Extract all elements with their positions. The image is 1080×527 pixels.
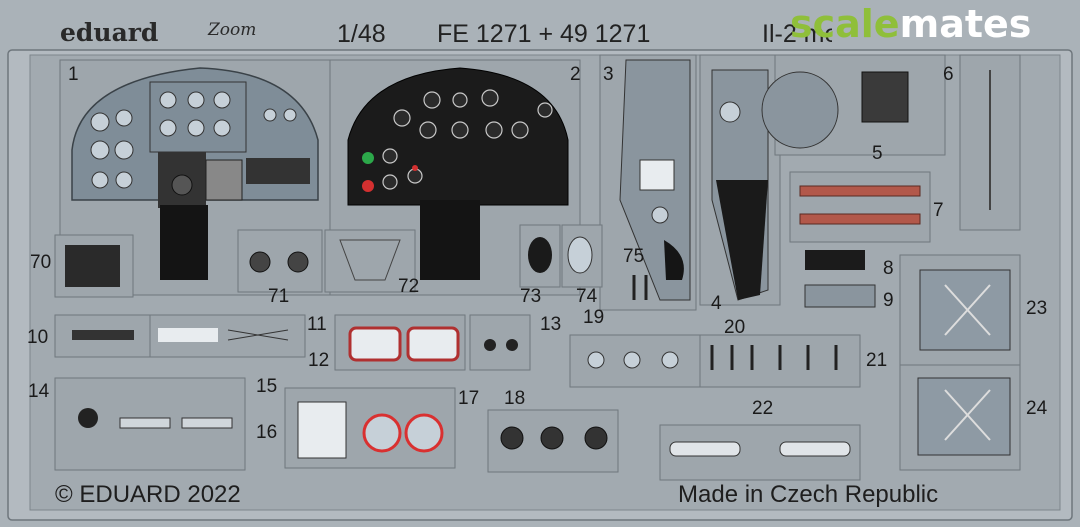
part-number: 5 <box>872 143 883 164</box>
part-number: 22 <box>752 398 774 419</box>
zoom-logo: Zoom <box>208 20 257 40</box>
part-number: 11 <box>307 314 327 335</box>
part-number: 23 <box>1026 298 1048 319</box>
part-70-panel <box>54 234 134 298</box>
part-number: 16 <box>256 422 278 443</box>
part-7-belts <box>789 171 931 243</box>
part-number: 8 <box>883 258 894 279</box>
part-number: 1 <box>68 64 79 85</box>
part-number: 2 <box>570 64 581 85</box>
product-code: FE 1271 + 49 1271 <box>437 20 651 48</box>
part-3-side-console <box>599 54 697 311</box>
brand-logo: eduard <box>60 18 159 47</box>
part-8-placard <box>805 250 865 270</box>
part-number: 7 <box>933 200 944 221</box>
part-73-gauge <box>519 224 561 288</box>
made-in-text: Made in Czech Republic <box>678 481 939 508</box>
part-number: 20 <box>724 317 746 338</box>
part-20-21-switches <box>699 334 861 388</box>
part-13-panel <box>469 314 531 371</box>
part-number: 4 <box>711 293 722 314</box>
part-74-gauge <box>561 224 603 288</box>
copyright-text: © EDUARD 2022 <box>55 481 241 508</box>
part-number: 73 <box>520 286 542 307</box>
part-number: 24 <box>1026 398 1048 419</box>
part-number: 10 <box>27 327 49 348</box>
part-71-panel <box>237 229 323 293</box>
part-24-panel <box>899 364 1021 471</box>
watermark-mates: mates <box>899 2 1032 46</box>
part-75-levers <box>632 275 648 300</box>
part-6-strip <box>959 54 1021 231</box>
scale-label: 1/48 <box>337 20 386 48</box>
product-title: Il-2 mod. 1943 <box>762 20 832 48</box>
part-22-straps <box>659 424 861 481</box>
part-number: 74 <box>576 286 598 307</box>
part-11-strip <box>149 314 306 358</box>
part-number: 70 <box>30 252 52 273</box>
part-5-dial-plate <box>761 54 946 156</box>
part-number: 17 <box>458 388 480 409</box>
watermark-scale: scale <box>790 2 900 46</box>
part-number: 15 <box>256 376 278 397</box>
part-number: 18 <box>504 388 526 409</box>
part-number: 71 <box>268 286 290 307</box>
part-23-panel <box>899 254 1021 366</box>
part-17-rings <box>284 387 456 469</box>
part-number: 72 <box>398 276 420 297</box>
part-number: 13 <box>540 314 562 335</box>
part-number: 12 <box>308 350 330 371</box>
part-number: 9 <box>883 290 894 311</box>
part-12-panel <box>334 314 466 371</box>
part-number: 21 <box>866 350 888 371</box>
part-14-16-levers <box>54 377 246 471</box>
scalemates-watermark: scalemates <box>790 2 1080 48</box>
part-18-gauges <box>487 409 619 473</box>
part-9-placard <box>804 284 876 308</box>
part-number: 3 <box>603 64 614 85</box>
part-19-gears <box>569 334 701 388</box>
part-10-strip <box>54 314 151 358</box>
part-number: 19 <box>583 307 605 328</box>
part-number: 6 <box>943 64 954 85</box>
part-72-bracket <box>324 229 416 293</box>
part-number: 14 <box>28 381 50 402</box>
part-number: 75 <box>623 246 645 267</box>
